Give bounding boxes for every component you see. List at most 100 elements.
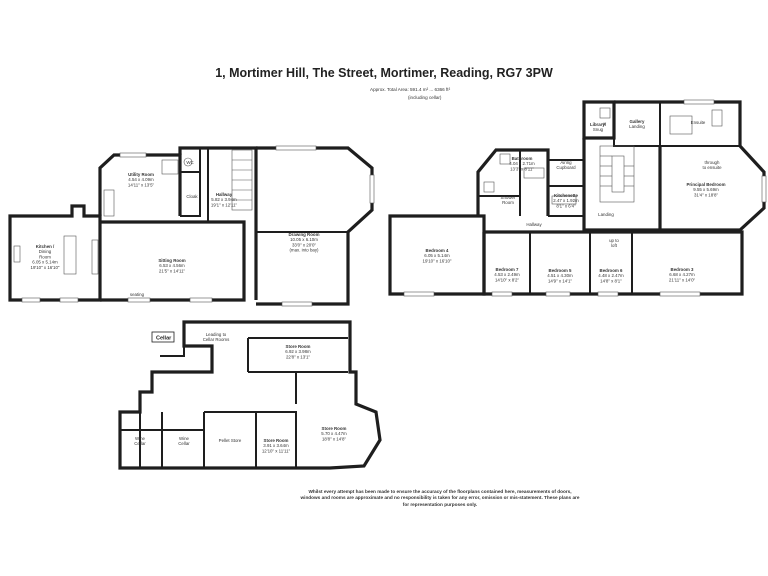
room-label-line: Airing [560,160,572,165]
room-label-line: Utility Room [128,172,154,177]
room-label-line: Hallway [526,222,542,227]
room-label-line: 12'10" x 11'11" [262,448,291,453]
room-label-cloak: Cloak [186,194,198,199]
room-label-line: 6.68 x 4.27m [669,272,695,277]
room-label-line: 19'10" x 16'10" [31,265,60,270]
room-label-seating: seating [130,292,145,297]
room-label-line: seating [130,292,145,297]
room-label-line: Sitting Room [158,258,185,263]
cellar-note: (including cellar) [408,95,442,100]
room-label-line: 9.55 x 5.69m [693,187,719,192]
kitchen-fixtures [13,157,193,275]
ground-floor-walls [8,146,374,306]
room-label-line: 33'0" x 20'0" [292,242,317,247]
disclaimer: Whilst every attempt has been made to en… [300,489,580,507]
room-label-line: 18'8" x 14'8" [322,436,347,441]
cellar-walls [118,320,382,470]
room-label-line: up to [609,238,619,243]
room-label-line: Store Room [264,438,289,443]
room-label-line: Dining [39,249,52,254]
room-label-line: Cupboard [556,165,576,170]
room-label-line: Cellar [178,441,190,446]
room-label-line: Cellar Rooms [203,337,230,342]
room-label-wc: WC [186,160,193,165]
room-label-line: 6.05 x 5.14m [424,253,450,258]
room-label-line: Wine [179,436,190,441]
room-label-line: Drawing Room [289,232,320,237]
room-label-line: Bathroom [512,156,533,161]
room-label-line: 5.70 x 4.47m [321,431,347,436]
room-label-line: 6.53 x 4.56m [159,263,185,268]
first-floor-walls [388,100,766,296]
room-label-line: Bedroom 4 [426,248,449,253]
room-label-line: 4.48 x 2.47m [598,273,624,278]
room-label-line: 3.91 x 3.64m [263,443,289,448]
room-label-line: 6.05 x 5.14m [32,260,58,265]
room-label-line: Leading to [206,332,227,337]
first-fixtures [483,107,723,205]
room-label-line: Gallery [630,119,645,124]
room-label-line: Bedroom 3 [671,267,694,272]
room-label-line: Cellar [134,441,146,446]
room-label-line: 14'11" x 13'5" [128,182,155,187]
room-label-line: WC [186,160,193,165]
room-label-line: 31'4" x 18'8" [694,192,719,197]
ground-windows [21,145,375,307]
room-label-library: Library/Snug [590,122,607,132]
room-label-line: through [705,160,720,165]
room-label-line: Store Room [322,426,347,431]
room-label-line: Landing [598,212,614,217]
ground-stairs [231,149,253,211]
room-label-line: 21'5" x 14'11" [159,268,186,273]
room-label-line: 6.92 x 3.98m [285,349,311,354]
room-label-line: Ensuite [691,120,706,125]
room-label-line: Room [39,254,51,259]
room-label-line: 10.05 x 6.10m [290,237,318,242]
room-label-line: Pellet Store [219,438,242,443]
room-label-line: Room [502,200,514,205]
room-label-line: 14'8" x 8'1" [600,278,622,283]
room-label-line: 19'1" x 12'11" [211,202,238,207]
room-label-line: 13'3" x 8'11" [510,166,534,171]
room-label-line: Wine [135,436,146,441]
room-label-line: (max. into bay) [289,248,319,253]
room-label-line: loft [611,243,618,248]
room-label-landing: Landing [598,212,614,217]
room-label-line: 21'11" x 14'0" [669,277,696,282]
room-label-line: Kitchenette [554,193,578,198]
room-label-line: Library/ [590,122,607,127]
total-area: Approx. Total Area: 591.4 m² ... 6366 ft… [370,87,451,92]
room-label-line: 4.53 x 2.49m [494,272,520,277]
room-label-line: 19'10" x 16'10" [423,258,452,263]
room-label-ensuite: Ensuite [691,120,706,125]
room-label-hallway_f: Hallway [526,222,542,227]
room-label-line: 14'9" x 14'1" [548,278,573,283]
room-label-line: Store Room [286,344,311,349]
room-label-line: to ensuite [702,165,722,170]
cellar-tag-box: Cellar [151,331,175,343]
room-label-line: 22'8" x 13'1" [286,354,311,359]
room-label-line: Kitchen / [36,244,55,249]
room-label-line: Bedroom 5 [549,268,572,273]
